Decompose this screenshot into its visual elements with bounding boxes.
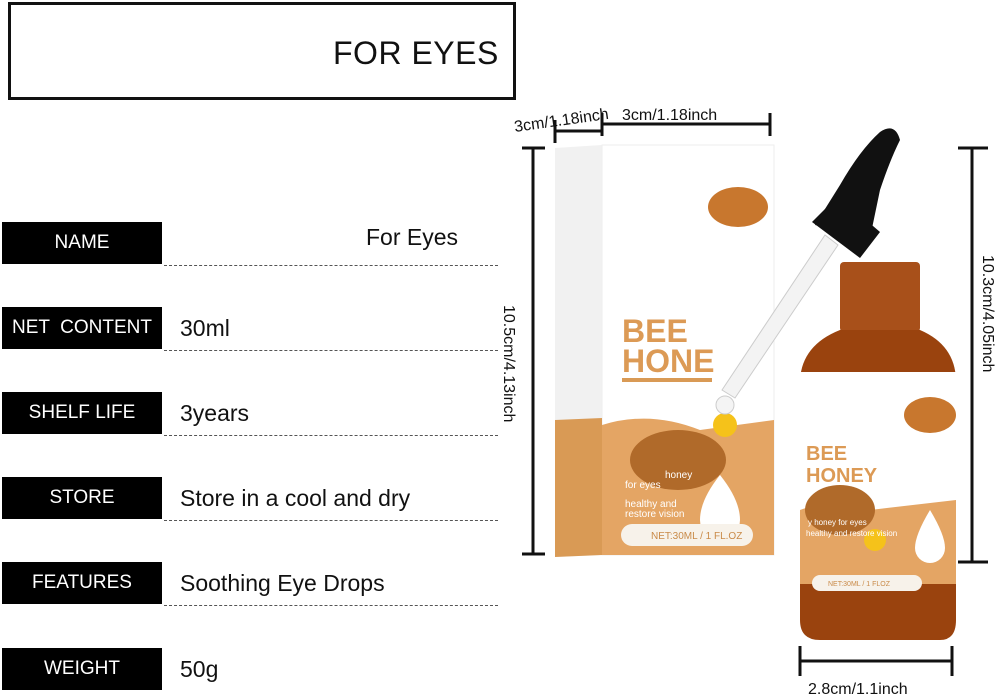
box-width-label: 3cm/1.18inch — [622, 107, 717, 124]
dropper — [715, 128, 900, 415]
spec-value: For Eyes — [366, 224, 459, 250]
divider — [164, 605, 498, 606]
box-brand-line2: HONE — [622, 343, 714, 379]
box-tagline: restore vision — [625, 509, 684, 520]
box-tagline: healthy and — [625, 499, 677, 510]
bottle-brand-line2: HONEY — [806, 465, 878, 487]
spec-label: NAME — [2, 222, 162, 264]
divider — [164, 435, 498, 436]
bottle-net: NET:30ML / 1 FLOZ — [828, 581, 891, 588]
spec-value: 3years — [180, 400, 250, 426]
spec-row-features: FEATURES Soothing Eye Drops — [2, 562, 498, 606]
spec-value: Store in a cool and dry — [180, 485, 411, 511]
box-brand-line1: BEE — [622, 313, 688, 349]
divider — [164, 265, 498, 266]
title-box: FOR EYES — [8, 2, 516, 100]
divider — [164, 350, 498, 351]
box-height-label: 10.5cm/4.13inch — [500, 305, 517, 422]
spec-label: STORE — [2, 477, 162, 519]
spec-row-net-content: NET CONTENT 30ml — [2, 307, 498, 351]
divider — [164, 520, 498, 521]
box-tagline: honey — [665, 470, 692, 481]
product-box — [555, 144, 775, 557]
dimension-lines — [522, 113, 988, 676]
bottle-height-label: 10.3cm/4.05inch — [979, 255, 996, 372]
spec-label: WEIGHT — [2, 648, 162, 690]
spec-label: NET CONTENT — [2, 307, 162, 349]
box-net: NET:30ML / 1 FL.OZ — [651, 531, 742, 542]
spec-label: SHELF LIFE — [2, 392, 162, 434]
spec-row-shelf-life: SHELF LIFE 3years — [2, 392, 498, 436]
bottle-tagline: y honey for eyes — [808, 518, 867, 527]
spec-row-name: NAME For Eyes — [2, 222, 498, 266]
spec-value: 50g — [180, 656, 219, 682]
spec-value: Soothing Eye Drops — [180, 570, 385, 596]
bottle-brand-line1: BEE — [806, 443, 847, 465]
bottle-width-label: 2.8cm/1.1inch — [808, 681, 908, 698]
spec-row-weight: WEIGHT 50g — [2, 648, 498, 692]
bottle — [800, 262, 956, 640]
box-tagline: for eyes — [625, 480, 661, 491]
bottle-tagline: healthy and restore vision — [806, 529, 897, 538]
spec-label: FEATURES — [2, 562, 162, 604]
page-title: FOR EYES — [333, 35, 499, 71]
spec-row-store: STORE Store in a cool and dry — [2, 477, 498, 521]
spec-value: 30ml — [180, 315, 230, 341]
